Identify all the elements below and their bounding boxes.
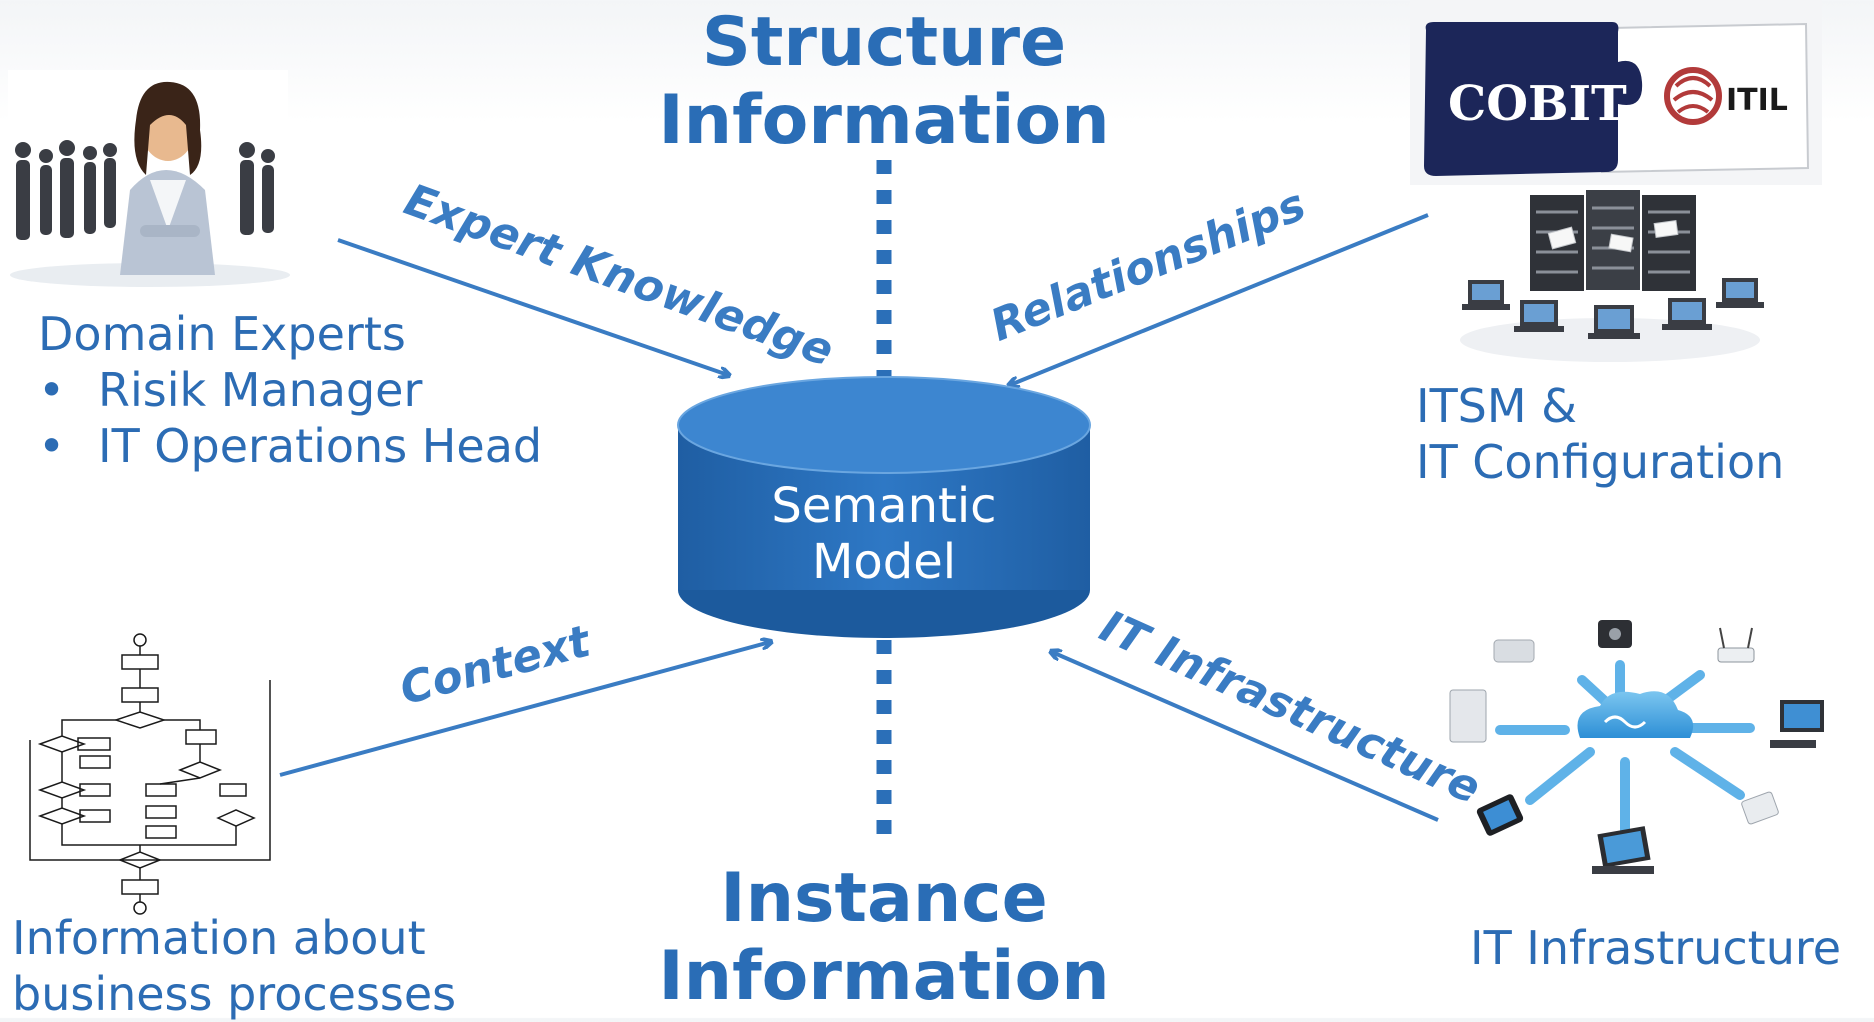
- itsm-block: ITSM & IT Configuration: [1416, 378, 1784, 490]
- instance-title-line-2: Information: [658, 937, 1110, 1016]
- semantic-model-label: Semantic Model: [720, 478, 1048, 590]
- arrow-context: [279, 642, 770, 777]
- processes-line-2: business processes: [12, 967, 457, 1021]
- flowchart-diagram: [24, 630, 274, 930]
- semantic-model-cylinder: [677, 376, 1091, 638]
- itsm-line-1: ITSM &: [1416, 379, 1578, 433]
- arrow-it-infrastructure: [1052, 652, 1439, 822]
- arrow-relationships: [1010, 213, 1429, 385]
- structure-title-line-2: Information: [658, 81, 1110, 160]
- instance-title-line-1: Instance: [720, 859, 1048, 938]
- semantic-model-line-1: Semantic: [771, 478, 997, 534]
- instance-information-title: Instance Information: [584, 860, 1184, 1016]
- domain-experts-list: Risik Manager IT Operations Head: [38, 362, 542, 474]
- arrow-expert-knowledge: [337, 238, 728, 375]
- itil-logo-mark: [1664, 67, 1722, 125]
- itil-logo-text: ITIL: [1726, 83, 1788, 118]
- servers-network-illustration: [1460, 190, 1764, 362]
- cobit-logo-text: COBIT: [1448, 76, 1627, 132]
- business-processes-block: Information about business processes: [12, 910, 456, 1022]
- business-people-photo: [8, 70, 290, 287]
- bullet-it-operations-head: IT Operations Head: [38, 418, 542, 474]
- domain-experts-title: Domain Experts: [38, 307, 406, 361]
- processes-line-1: Information about: [12, 911, 426, 965]
- semantic-model-line-2: Model: [811, 534, 957, 590]
- domain-experts-block: Domain Experts Risik Manager IT Operatio…: [38, 306, 542, 474]
- it-infrastructure-label: IT Infrastructure: [1470, 921, 1842, 975]
- structure-information-title: Structure Information: [584, 4, 1184, 160]
- cobit-itil-puzzle-logo: COBIT ITIL: [1410, 0, 1822, 185]
- structure-title-line-1: Structure: [701, 3, 1067, 82]
- itsm-line-2: IT Configuration: [1416, 435, 1785, 489]
- bullet-risk-manager: Risik Manager: [38, 362, 542, 418]
- cloud-network-devices-illustration: [1449, 620, 1824, 874]
